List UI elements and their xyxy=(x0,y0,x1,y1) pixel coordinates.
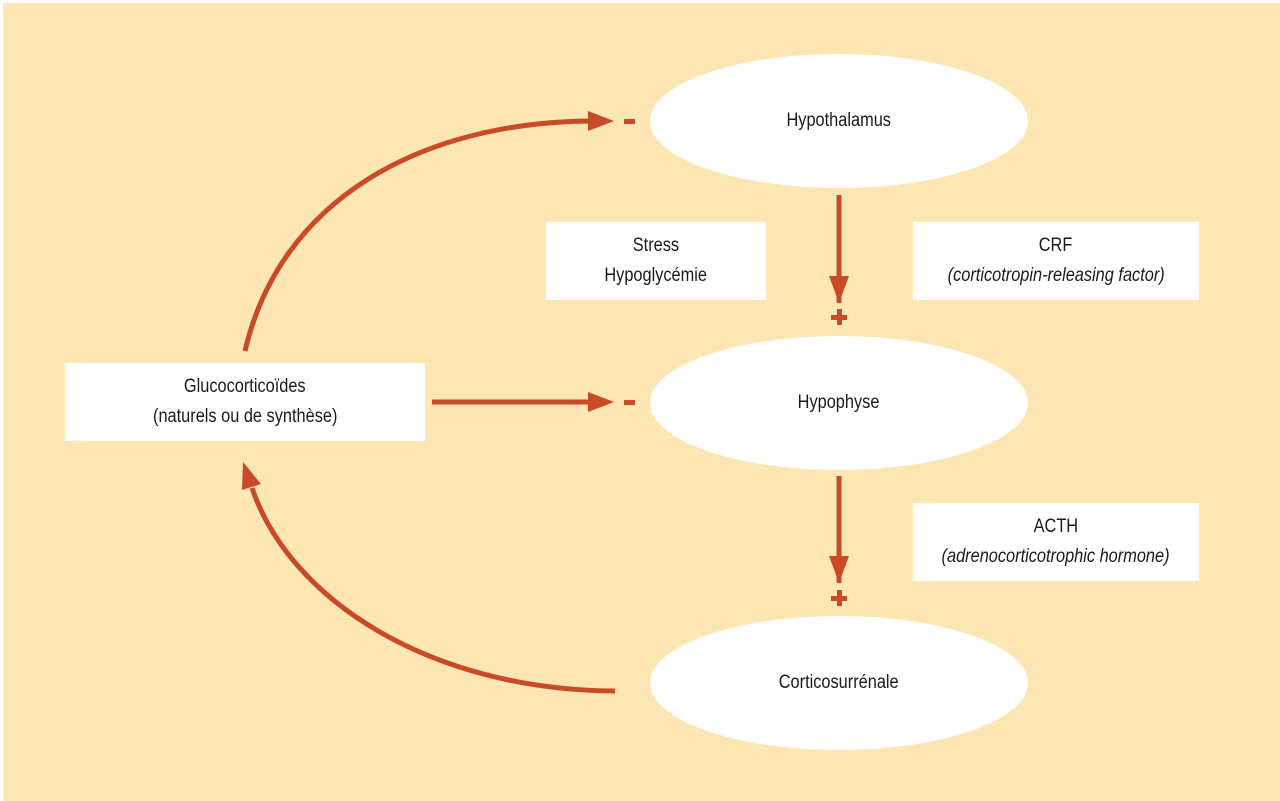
arrow-corticosurrenale-to-glucocorticoides xyxy=(249,487,616,694)
stimulation-sign-hypophyse xyxy=(831,309,847,325)
box-acth-line1: ACTH xyxy=(1033,516,1079,537)
node-hypophyse: Hypophyse xyxy=(650,336,1028,470)
box-crf-line2: (corticotropin-releasing factor) xyxy=(947,265,1165,286)
arrowhead-hypophyse-to-corticosurrenale xyxy=(829,556,849,583)
box-glucocorticoides-line1: Glucocorticoïdes xyxy=(184,376,306,397)
stimulation-sign-corticosurrenale xyxy=(831,590,847,606)
arrowhead-hypothalamus-to-hypophyse xyxy=(829,276,849,303)
arrowhead-glucocorticoides-to-hypothalamus xyxy=(588,111,614,131)
box-stimuli: Stress Hypoglycémie xyxy=(546,222,766,300)
box-crf-line1: CRF xyxy=(1039,235,1073,256)
node-hypothalamus-label: Hypothalamus xyxy=(786,110,892,131)
box-crf: CRF (corticotropin-releasing factor) xyxy=(913,222,1199,300)
inhibition-sign-hypothalamus xyxy=(624,119,635,124)
node-corticosurrenale-label: Corticosurrénale xyxy=(779,672,899,693)
box-stimuli-line2: Hypoglycémie xyxy=(604,265,708,286)
node-corticosurrenale: Corticosurrénale xyxy=(650,616,1028,750)
node-hypothalamus: Hypothalamus xyxy=(650,54,1028,188)
node-hypophyse-label: Hypophyse xyxy=(798,392,880,413)
box-acth-line2: (adrenocorticotrophic hormone) xyxy=(942,546,1170,567)
arrow-glucocorticoides-to-hypothalamus xyxy=(242,118,593,352)
arrowhead-glucocorticoides-to-hypophyse xyxy=(588,392,614,412)
box-stimuli-line1: Stress xyxy=(632,235,680,256)
box-glucocorticoides: Glucocorticoïdes (naturels ou de synthès… xyxy=(65,363,425,441)
box-acth: ACTH (adrenocorticotrophic hormone) xyxy=(913,503,1199,581)
inhibition-sign-hypophyse xyxy=(624,400,635,405)
box-glucocorticoides-line2: (naturels ou de synthèse) xyxy=(152,406,338,427)
arrowhead-corticosurrenale-to-glucocorticoides xyxy=(242,462,261,490)
